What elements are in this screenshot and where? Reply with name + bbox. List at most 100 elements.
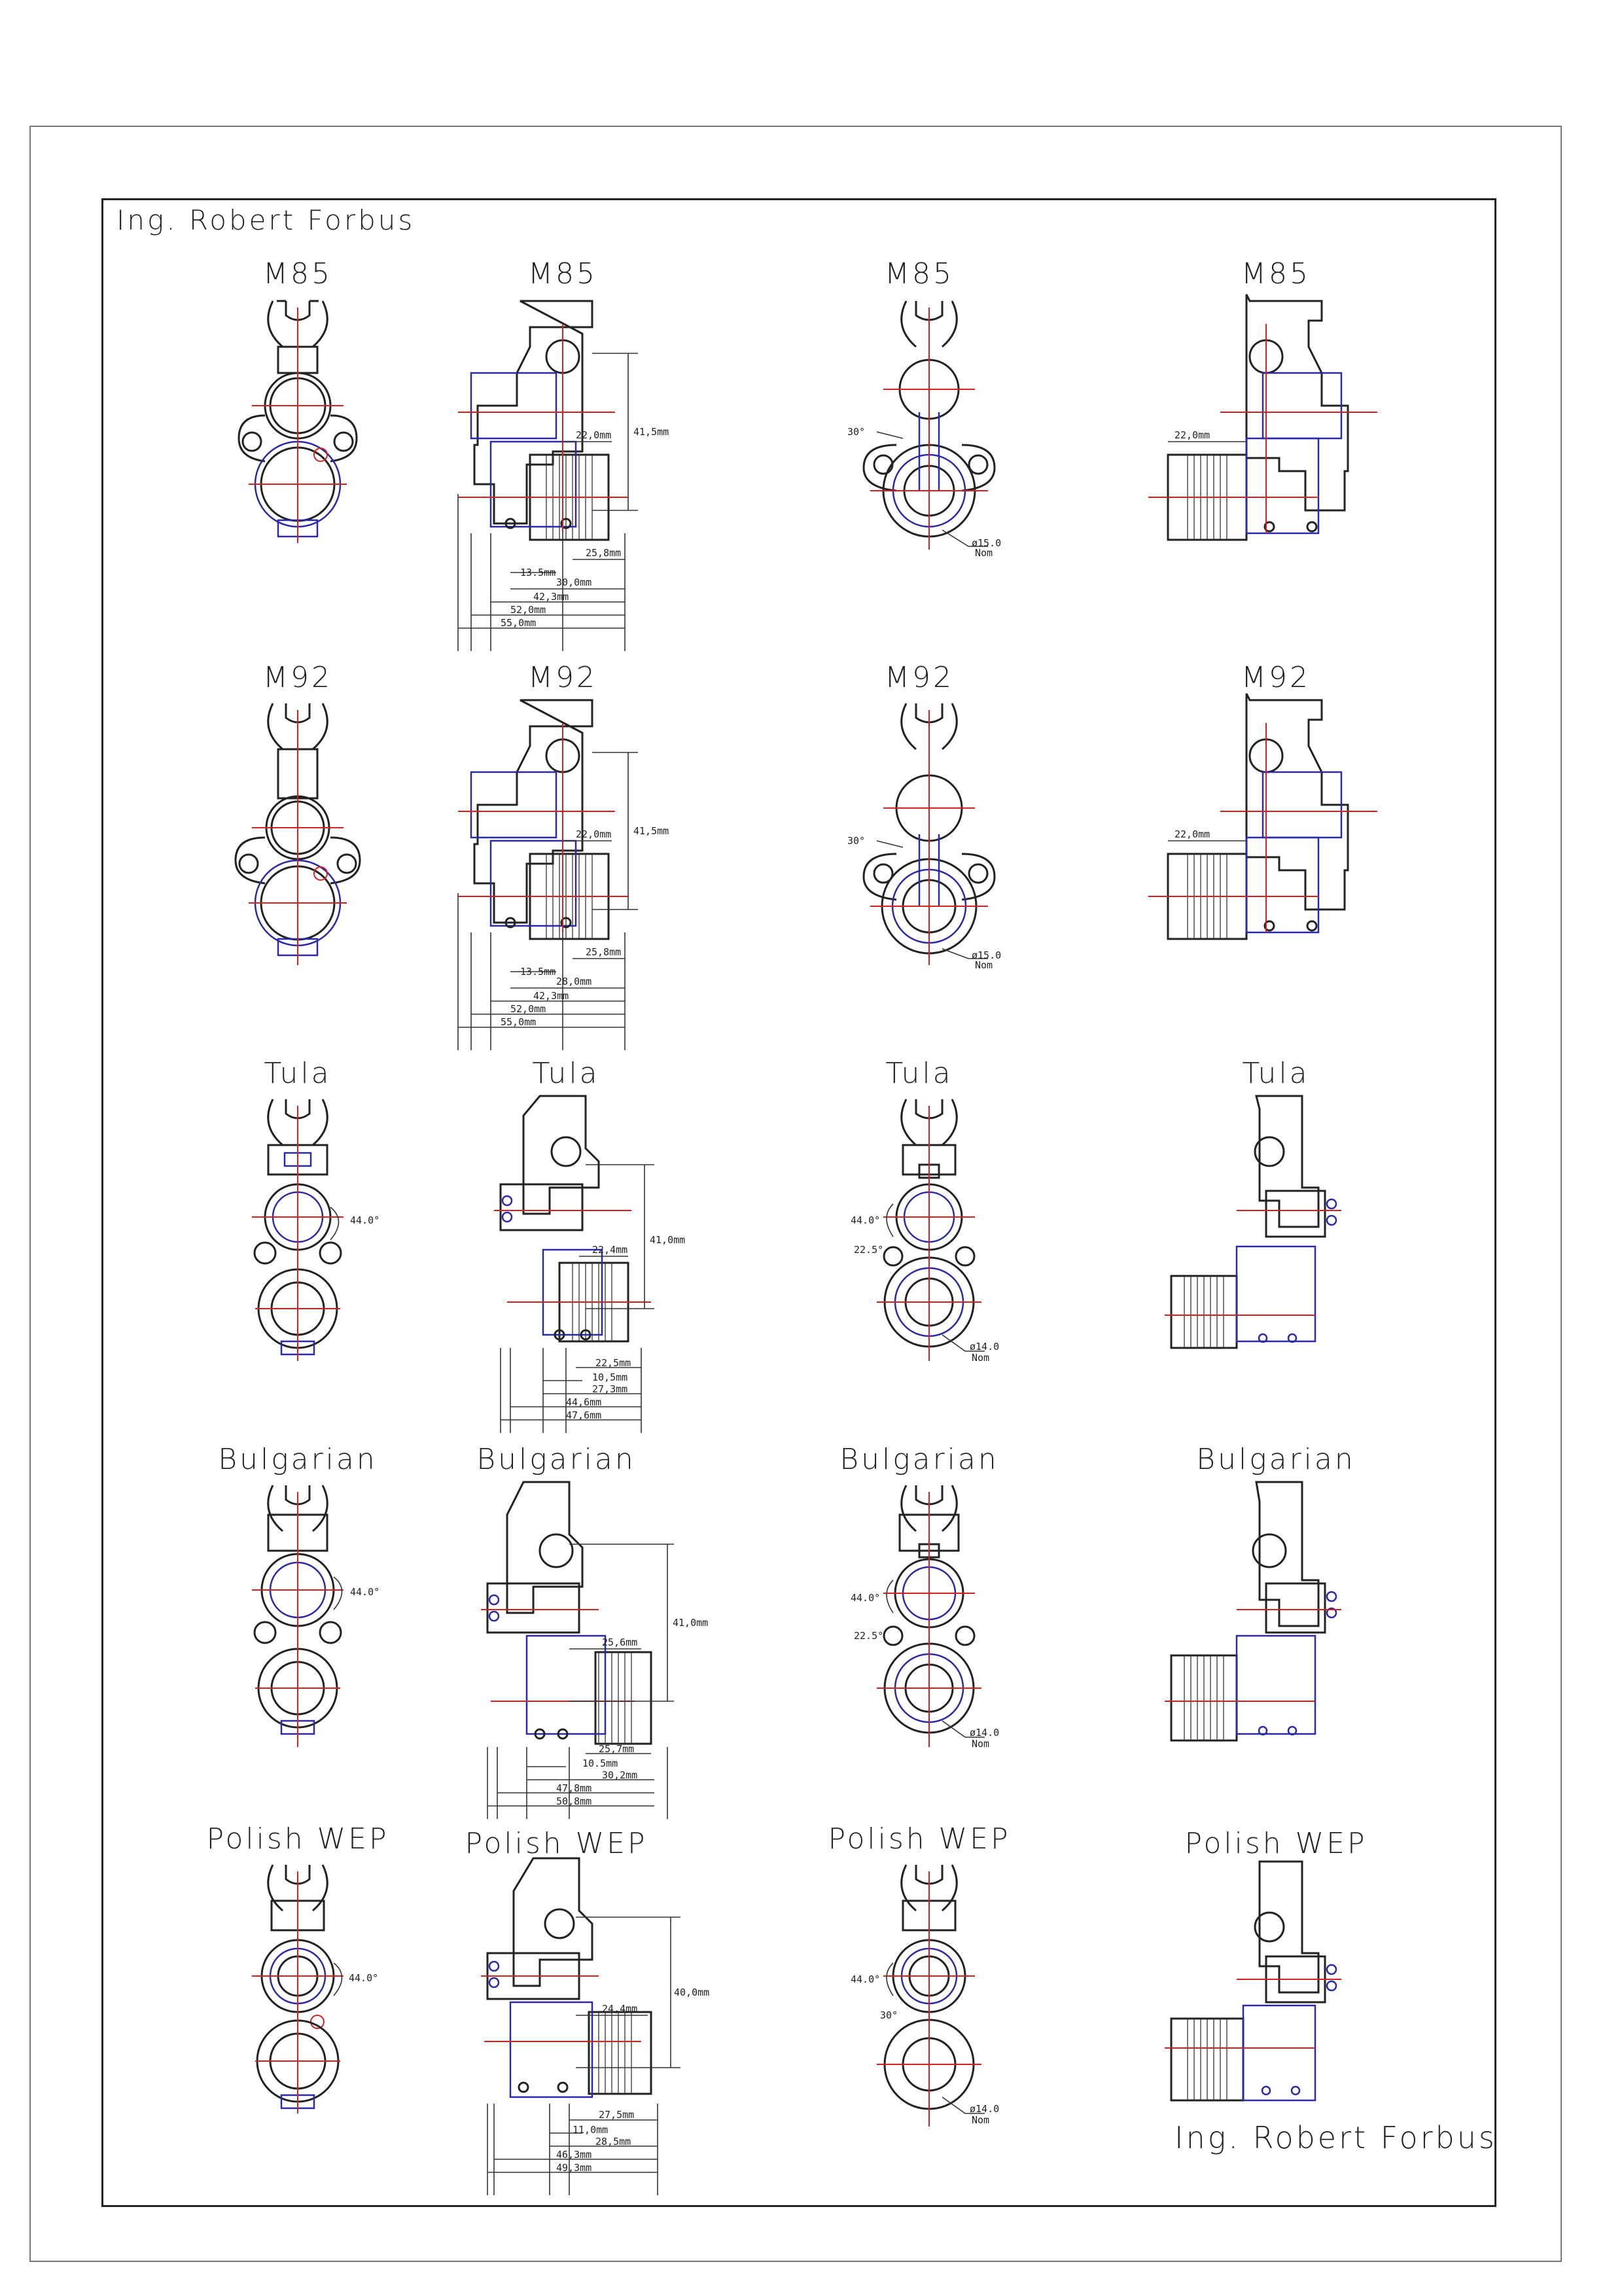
m92-dim-1: 25,8mm: [586, 946, 621, 958]
tula-angle: 44.0°: [851, 1214, 880, 1226]
tula-bore: ø14.0: [970, 1341, 999, 1352]
polish-height-dim: 40,0mm: [674, 1987, 709, 1998]
polish-rear-angle: 44.0°: [349, 1972, 378, 1984]
polish-side-view: 40,0mm 24,4mm 27,5mm 11,0mm 28,5mm 46,3m…: [481, 1857, 709, 2195]
tula-top-dim: 22,4mm: [592, 1244, 627, 1256]
tula-dim-5: 47,6mm: [566, 1409, 601, 1421]
tula-dim-3: 27,3mm: [592, 1383, 627, 1395]
drawing-frame: [101, 198, 1496, 2207]
m92-dim-4: 42,3mm: [533, 990, 569, 1002]
m85-height-dim: 41,5mm: [633, 426, 669, 438]
polish-front-view: 44.0° 30° ø14.0 Nom: [851, 1864, 999, 2127]
m85-top-dim: 22,0mm: [576, 429, 611, 441]
tula-angle-2: 22.5°: [854, 1244, 883, 1256]
bulgarian-side-view: 41,0mm 25,6mm 25,7mm 10.5mm 30,2mm 47,8m…: [481, 1481, 708, 1819]
label-tula-rear: Tula: [264, 1057, 332, 1090]
tula-rear-angle: 44.0°: [350, 1214, 380, 1226]
m85-side-view: 41,5mm 22,0mm 25,8mm 13.5mm 30,0mm 42,3m…: [457, 300, 669, 651]
author-title-bottom: Ing. Robert Forbus: [1174, 2120, 1497, 2155]
label-m92-side-right: M92: [1241, 661, 1311, 694]
label-m85-rear: M85: [263, 257, 332, 291]
polish-dim-5: 49,3mm: [556, 2162, 591, 2174]
m85-dim-2: 13.5mm: [520, 567, 556, 578]
tula-rear-view: 44.0°: [252, 1099, 380, 1361]
label-bulgarian-side: Bulgarian: [476, 1443, 636, 1476]
bulgarian-dim-3: 30,2mm: [602, 1769, 637, 1781]
bulgarian-dim-5: 50,8mm: [556, 1795, 591, 1807]
m92-bore-note: Nom: [975, 959, 993, 971]
m85-rear-top-dim: 22,0mm: [1174, 429, 1210, 441]
bulgarian-dim-1: 25,7mm: [599, 1743, 634, 1755]
tula-bore-note: Nom: [972, 1352, 989, 1364]
bulgarian-front-view: 44.0° 22.5° ø14.0 Nom: [851, 1485, 999, 1750]
polish-bore: ø14.0: [970, 2103, 999, 2115]
m92-side-right-view: 22,0mm: [1148, 693, 1377, 940]
tula-side-right-view: [1165, 1095, 1341, 1349]
m92-bore: ø15.0: [972, 949, 1001, 961]
label-m92-rear: M92: [263, 661, 332, 694]
m85-dim-4: 42,3mm: [533, 591, 569, 603]
bulgarian-angle: 44.0°: [851, 1592, 880, 1604]
polish-angle-2: 30°: [880, 2009, 898, 2021]
polish-bore-note: Nom: [972, 2114, 989, 2126]
polish-dim-1: 27,5mm: [599, 2109, 634, 2121]
m92-side-view: 41,5mm 22,0mm 25,8mm 13.5mm 28,0mm 42,3m…: [457, 699, 669, 1050]
m85-bore: ø15.0: [972, 537, 1001, 549]
m92-dim-3: 28,0mm: [556, 976, 591, 987]
polish-rear-view: 44.0°: [252, 1864, 378, 2113]
m92-height-dim: 41,5mm: [633, 825, 669, 837]
bulgarian-dim-4: 47,8mm: [556, 1782, 591, 1794]
m85-angle: 30°: [847, 426, 865, 438]
m92-dim-6: 55,0mm: [501, 1016, 536, 1028]
label-tula-side: Tula: [532, 1057, 600, 1090]
m92-rear-view: [234, 703, 361, 965]
bulgarian-height-dim: 41,0mm: [673, 1617, 708, 1629]
tula-side-view: 41,0mm 22,4mm 22,5mm 10,5mm 27,3mm 44,6m…: [494, 1095, 685, 1433]
bulgarian-bore-note: Nom: [972, 1738, 989, 1750]
label-bulgarian-side-right: Bulgarian: [1196, 1443, 1356, 1476]
tula-dim-2: 10,5mm: [592, 1371, 627, 1383]
tula-front-view: 44.0° 22.5° ø14.0 Nom: [851, 1099, 999, 1364]
m92-rear-top-dim: 22,0mm: [1174, 828, 1210, 840]
author-title-top: Ing. Robert Forbus: [116, 204, 415, 236]
bulgarian-rear-angle: 44.0°: [350, 1586, 380, 1598]
bulgarian-dim-2: 10.5mm: [582, 1757, 618, 1769]
polish-side-right-view: [1165, 1860, 1341, 2102]
label-m85-side: M85: [528, 257, 597, 291]
m85-bore-note: Nom: [975, 547, 993, 559]
m85-rear-view: [238, 300, 358, 543]
bulgarian-rear-view: 44.0°: [252, 1485, 380, 1747]
polish-dim-3: 28,5mm: [595, 2136, 631, 2147]
label-bulgarian-front: Bulgarian: [839, 1443, 999, 1476]
m92-front-view: 30° ø15.0 Nom: [847, 703, 1001, 971]
m85-dim-5: 52,0mm: [510, 604, 546, 616]
m85-dim-1: 25,8mm: [586, 547, 621, 559]
label-polish-side-right: Polish WEP: [1184, 1827, 1368, 1860]
label-polish-rear: Polish WEP: [206, 1822, 389, 1856]
label-polish-front: Polish WEP: [828, 1822, 1011, 1856]
sheet-border: [29, 126, 1562, 2262]
bulgarian-side-right-view: [1165, 1481, 1341, 1742]
m92-dim-2: 13.5mm: [520, 966, 556, 978]
m92-top-dim: 22,0mm: [576, 828, 611, 840]
polish-angle: 44.0°: [851, 1973, 880, 1985]
label-m92-side: M92: [528, 661, 597, 694]
label-polish-side: Polish WEP: [465, 1827, 648, 1860]
tula-height-dim: 41,0mm: [650, 1234, 685, 1246]
label-bulgarian-rear: Bulgarian: [218, 1443, 378, 1476]
label-tula-side-right: Tula: [1242, 1057, 1310, 1090]
m92-dim-5: 52,0mm: [510, 1003, 546, 1015]
m85-side-right-view: 22,0mm: [1148, 294, 1377, 541]
tula-dim-1: 22,5mm: [595, 1357, 631, 1369]
bulgarian-bore: ø14.0: [970, 1727, 999, 1739]
m92-angle: 30°: [847, 835, 865, 847]
label-m85-side-right: M85: [1241, 257, 1311, 291]
bulgarian-top-dim: 25,6mm: [602, 1636, 637, 1648]
tula-dim-4: 44,6mm: [566, 1396, 601, 1408]
label-m92-front: M92: [885, 661, 954, 694]
m85-front-view: 30° ø15.0 Nom: [847, 300, 1001, 559]
polish-dim-2: 11,0mm: [573, 2124, 608, 2136]
m85-dim-6: 55,0mm: [501, 617, 536, 629]
label-tula-front: Tula: [885, 1057, 953, 1090]
polish-dim-4: 46,3mm: [556, 2149, 591, 2161]
